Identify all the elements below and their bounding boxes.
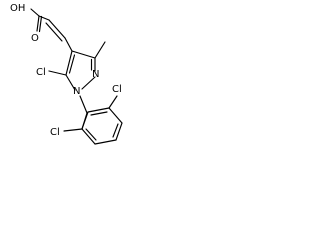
bond-cb-pyrazole [64,37,73,52]
bond-n2-n1 [81,76,96,90]
benzyl-chlorine-bottom-label: Cl [50,127,60,138]
bond-aryl-3 [115,122,123,141]
benzyl-chlorine-top-label: Cl [112,84,122,95]
bond-aryl-double-1 [85,128,97,141]
bond-aryl-cl-top [108,95,118,109]
carbonyl-oxygen-label: O [31,33,39,44]
ring-chlorine-label: Cl [36,67,46,78]
bond-aryl-6 [81,111,89,130]
bond-c4-c3 [71,50,96,59]
pyrazole-n2-label: N [92,69,99,80]
bond-aryl-2 [94,139,117,145]
bond-c5-c4 [65,50,73,76]
hydroxyl-label: OH [10,3,25,14]
bond-ca-cb-double [45,22,63,42]
bond-aryl-double-2 [112,123,119,138]
bond-c5-cl [48,70,67,76]
bond-c-o-double-2 [38,15,43,33]
bond-aryl-cl-bottom [63,128,83,132]
bond-c-oh [30,8,40,17]
structure-svg: OH O Cl N N Cl Cl [10,3,123,145]
chemical-structure-diagram: OH O Cl N N Cl Cl [0,0,136,149]
bond-aryl-5 [87,107,110,113]
bond-aryl-1 [81,128,96,145]
bond-c3-methyl [94,41,106,59]
bond-n1-ch2 [79,95,88,114]
bond-c-ca [38,15,50,21]
bond-aryl-4 [108,107,123,124]
bond-n1-c5 [65,74,76,91]
pyrazole-n1-label: N [73,86,80,97]
bond-ca-cb-single [48,19,66,39]
bond-c-o-double-1 [36,15,40,32]
bond-c5-c4-inner [68,54,76,74]
bond-aryl-double-3 [90,111,108,116]
